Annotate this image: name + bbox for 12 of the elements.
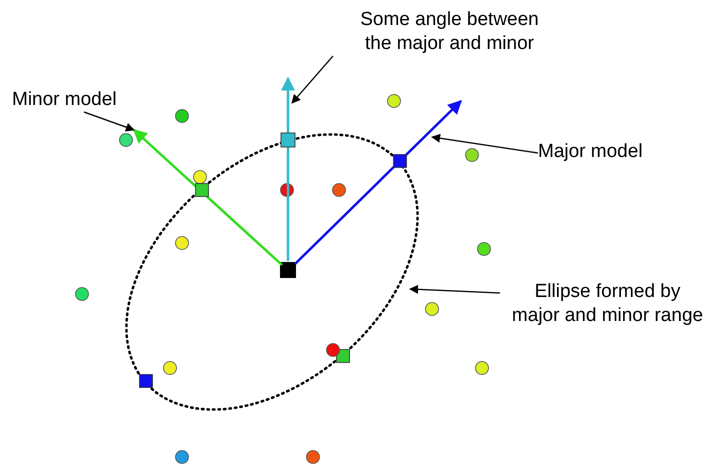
leader-line (84, 111, 135, 132)
leader-line (431, 134, 538, 154)
annotation-text: Major model (538, 140, 678, 164)
vector-arrow (280, 76, 296, 261)
dotted-ellipse (125, 133, 419, 411)
annotation-text: Some angle between the major and minor (332, 8, 567, 56)
vector-arrow (132, 129, 283, 266)
leader-line (291, 56, 334, 104)
vector-arrow (294, 100, 462, 265)
annotation-text: Minor model (12, 88, 152, 112)
leader-line (409, 284, 500, 294)
annotation-text: Ellipse formed by major and minor range (500, 280, 715, 328)
